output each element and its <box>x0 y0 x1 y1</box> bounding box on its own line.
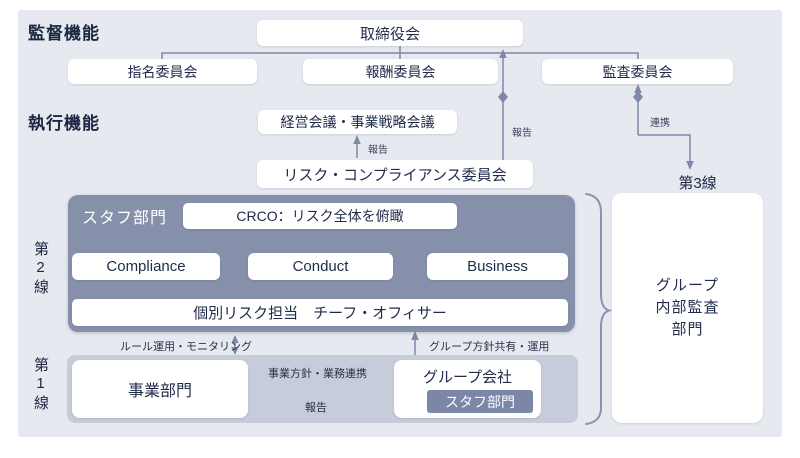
report-to-meeting-label: 報告 <box>368 145 388 156</box>
supervisory-section-label: 監督機能 <box>28 24 100 43</box>
compensation-committee-box: 報酬委員会 <box>303 59 498 84</box>
nomination-committee-box: 指名委員会 <box>68 59 257 84</box>
business-division-box: 事業部門 <box>72 360 248 418</box>
internal-audit-line2: 内部監査 <box>655 299 720 316</box>
executive-section-label: 執行機能 <box>28 114 100 133</box>
coordination-label: 連携 <box>650 118 670 129</box>
internal-audit-line1: グループ <box>655 277 720 294</box>
management-meeting-box: 経営会議・事業戦略会議 <box>258 110 457 134</box>
staff-division-title: スタフ部門 <box>82 210 168 227</box>
internal-audit-line3: 部門 <box>671 321 704 338</box>
line1-side-label: 第1線 <box>32 357 49 413</box>
rule-monitoring-label: ルール運用・モニタリング <box>120 341 252 353</box>
line2-side-label: 第2線 <box>32 241 49 297</box>
business-policy-label: 事業方針・業務連携 <box>268 368 367 380</box>
business-box: Business <box>427 253 568 280</box>
audit-committee-box: 監査委員会 <box>542 59 733 84</box>
board-of-directors-box: 取締役会 <box>257 20 523 46</box>
group-company-label: グループ会社 <box>422 369 513 386</box>
group-internal-audit-box: グループ 内部監査 部門 <box>612 193 763 423</box>
compliance-box: Compliance <box>72 253 220 280</box>
group-staff-division-chip: スタフ部門 <box>427 390 533 413</box>
risk-compliance-committee-box: リスク・コンプライアンス委員会 <box>257 160 533 188</box>
report-bottom-label: 報告 <box>305 402 327 414</box>
individual-risk-officer-box: 個別リスク担当 チーフ・オフィサー <box>72 299 568 326</box>
crco-box: CRCO：リスク全体を俯瞰 <box>183 203 457 229</box>
line3-label: 第3線 <box>678 175 717 192</box>
conduct-box: Conduct <box>248 253 393 280</box>
group-policy-label: グループ方針共有・運用 <box>429 341 550 353</box>
report-to-board-label: 報告 <box>512 128 532 139</box>
